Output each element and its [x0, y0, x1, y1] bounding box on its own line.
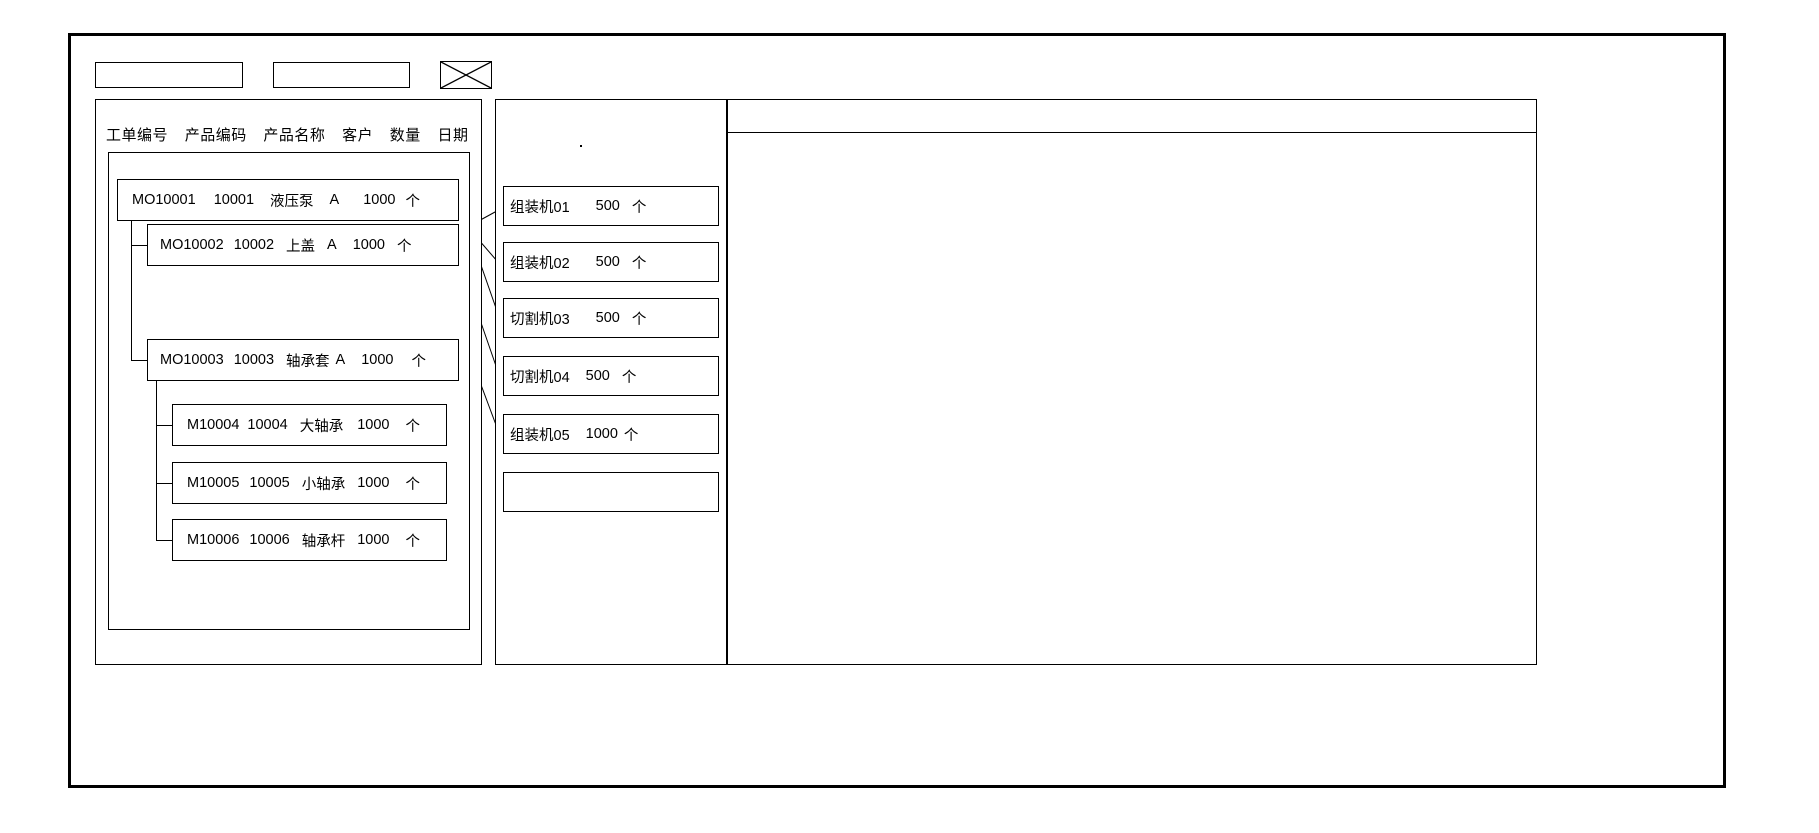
- cell-product-code: 10004: [247, 417, 288, 433]
- list-item[interactable]: 组装机05 1000 个: [503, 414, 719, 454]
- table-row[interactable]: M10006 10006 轴承杆 1000 个: [172, 519, 447, 561]
- cell-qty: 1000: [357, 475, 390, 491]
- machine-qty: 500: [585, 368, 610, 384]
- table-row[interactable]: M10005 10005 小轴承 1000 个: [172, 462, 447, 504]
- list-item[interactable]: 切割机04 500 个: [503, 356, 719, 396]
- cell-qty: 1000: [352, 237, 385, 253]
- cell-product-code: 10002: [233, 237, 275, 253]
- column-header-customer: 客户: [342, 127, 374, 144]
- cell-unit: 个: [405, 533, 421, 550]
- detail-panel: [727, 99, 1537, 665]
- toolbar-field-1[interactable]: [95, 62, 243, 88]
- cell-unit: 个: [405, 418, 421, 435]
- toolbar: [95, 61, 492, 89]
- machine-name: 组装机02: [510, 255, 570, 272]
- cell-product-code: 10006: [249, 532, 290, 548]
- tree-trunk-level1: [131, 200, 132, 360]
- cell-order-no: M10006: [187, 532, 240, 548]
- column-header-product-name: 产品名称: [263, 127, 326, 144]
- cell-product-name: 液压泵: [270, 193, 314, 210]
- machine-unit: 个: [621, 369, 637, 386]
- panel-marker-dot: [580, 145, 582, 147]
- machine-qty: 500: [595, 198, 620, 214]
- work-order-panel: 工单编号 产品编码 产品名称 客户 数量 日期 MO10001: [95, 99, 482, 665]
- cell-qty: 1000: [363, 192, 396, 208]
- column-header-date: 日期: [437, 127, 469, 144]
- machine-name: 切割机04: [510, 369, 570, 386]
- tree-branch-row2: [131, 245, 147, 246]
- machine-unit: 个: [623, 427, 639, 444]
- tree-branch-row3: [131, 360, 147, 361]
- machine-unit: 个: [631, 255, 647, 272]
- tree-branch-row4: [156, 425, 172, 426]
- cell-customer: A: [327, 237, 337, 253]
- table-row[interactable]: MO10001 10001 液压泵 A 1000 个: [117, 179, 459, 221]
- cell-unit: 个: [405, 476, 421, 493]
- machine-qty: 1000: [585, 426, 618, 442]
- column-header-order-no: 工单编号: [106, 127, 169, 144]
- panels-container: 工单编号 产品编码 产品名称 客户 数量 日期 MO10001: [95, 99, 1723, 669]
- cell-product-name: 轴承套: [286, 353, 330, 370]
- machine-name: 切割机03: [510, 311, 570, 328]
- machine-name: 组装机05: [510, 427, 570, 444]
- work-order-column-headers: 工单编号 产品编码 产品名称 客户 数量 日期: [106, 124, 468, 145]
- column-header-qty: 数量: [389, 127, 421, 144]
- cell-unit: 个: [411, 353, 426, 370]
- table-row[interactable]: M10004 10004 大轴承 1000 个: [172, 404, 447, 446]
- list-item[interactable]: 切割机03 500 个: [503, 298, 719, 338]
- cell-qty: 1000: [357, 417, 390, 433]
- cell-product-code: 10005: [249, 475, 290, 491]
- cell-qty: 1000: [361, 352, 394, 368]
- machine-qty: 500: [595, 310, 620, 326]
- cell-product-name: 小轴承: [301, 476, 346, 493]
- cell-order-no: M10004: [187, 417, 240, 433]
- cell-product-name: 上盖: [286, 238, 316, 255]
- cell-order-no: M10005: [187, 475, 240, 491]
- cell-product-code: 10001: [213, 192, 255, 208]
- work-order-tree: MO10001 10001 液压泵 A 1000 个 MO10002 10002…: [108, 152, 470, 630]
- toolbar-field-2[interactable]: [273, 62, 410, 88]
- list-item-empty[interactable]: [503, 472, 719, 512]
- cell-unit: 个: [396, 238, 412, 255]
- tree-branch-row5: [156, 483, 172, 484]
- cell-order-no: MO10001: [132, 192, 196, 208]
- table-row[interactable]: MO10003 10003 轴承套 A 1000 个: [147, 339, 459, 381]
- cell-customer: A: [329, 192, 340, 208]
- cell-product-name: 轴承杆: [301, 533, 346, 550]
- image-placeholder-icon[interactable]: [440, 61, 492, 89]
- machine-unit: 个: [631, 199, 647, 216]
- tree-trunk-level2: [156, 360, 157, 540]
- machine-name: 组装机01: [510, 199, 570, 216]
- machine-unit: 个: [631, 311, 647, 328]
- cell-product-code: 10003: [233, 352, 275, 368]
- tree-branch-row6: [156, 540, 172, 541]
- table-row[interactable]: MO10002 10002 上盖 A 1000 个: [147, 224, 459, 266]
- column-header-product-code: 产品编码: [184, 127, 247, 144]
- list-item[interactable]: 组装机01 500 个: [503, 186, 719, 226]
- cell-product-name: 大轴承: [299, 418, 344, 435]
- machine-qty: 500: [595, 254, 620, 270]
- detail-panel-divider: [728, 132, 1536, 133]
- machine-panel: 组装机01 500 个 组装机02 500 个 切割机03 500 个 切割机0…: [495, 99, 727, 665]
- cell-unit: 个: [405, 193, 420, 210]
- application-window: 工单编号 产品编码 产品名称 客户 数量 日期 MO10001: [68, 33, 1726, 788]
- cell-order-no: MO10002: [160, 237, 224, 253]
- list-item[interactable]: 组装机02 500 个: [503, 242, 719, 282]
- cell-customer: A: [335, 352, 346, 368]
- cell-order-no: MO10003: [160, 352, 224, 368]
- cell-qty: 1000: [357, 532, 390, 548]
